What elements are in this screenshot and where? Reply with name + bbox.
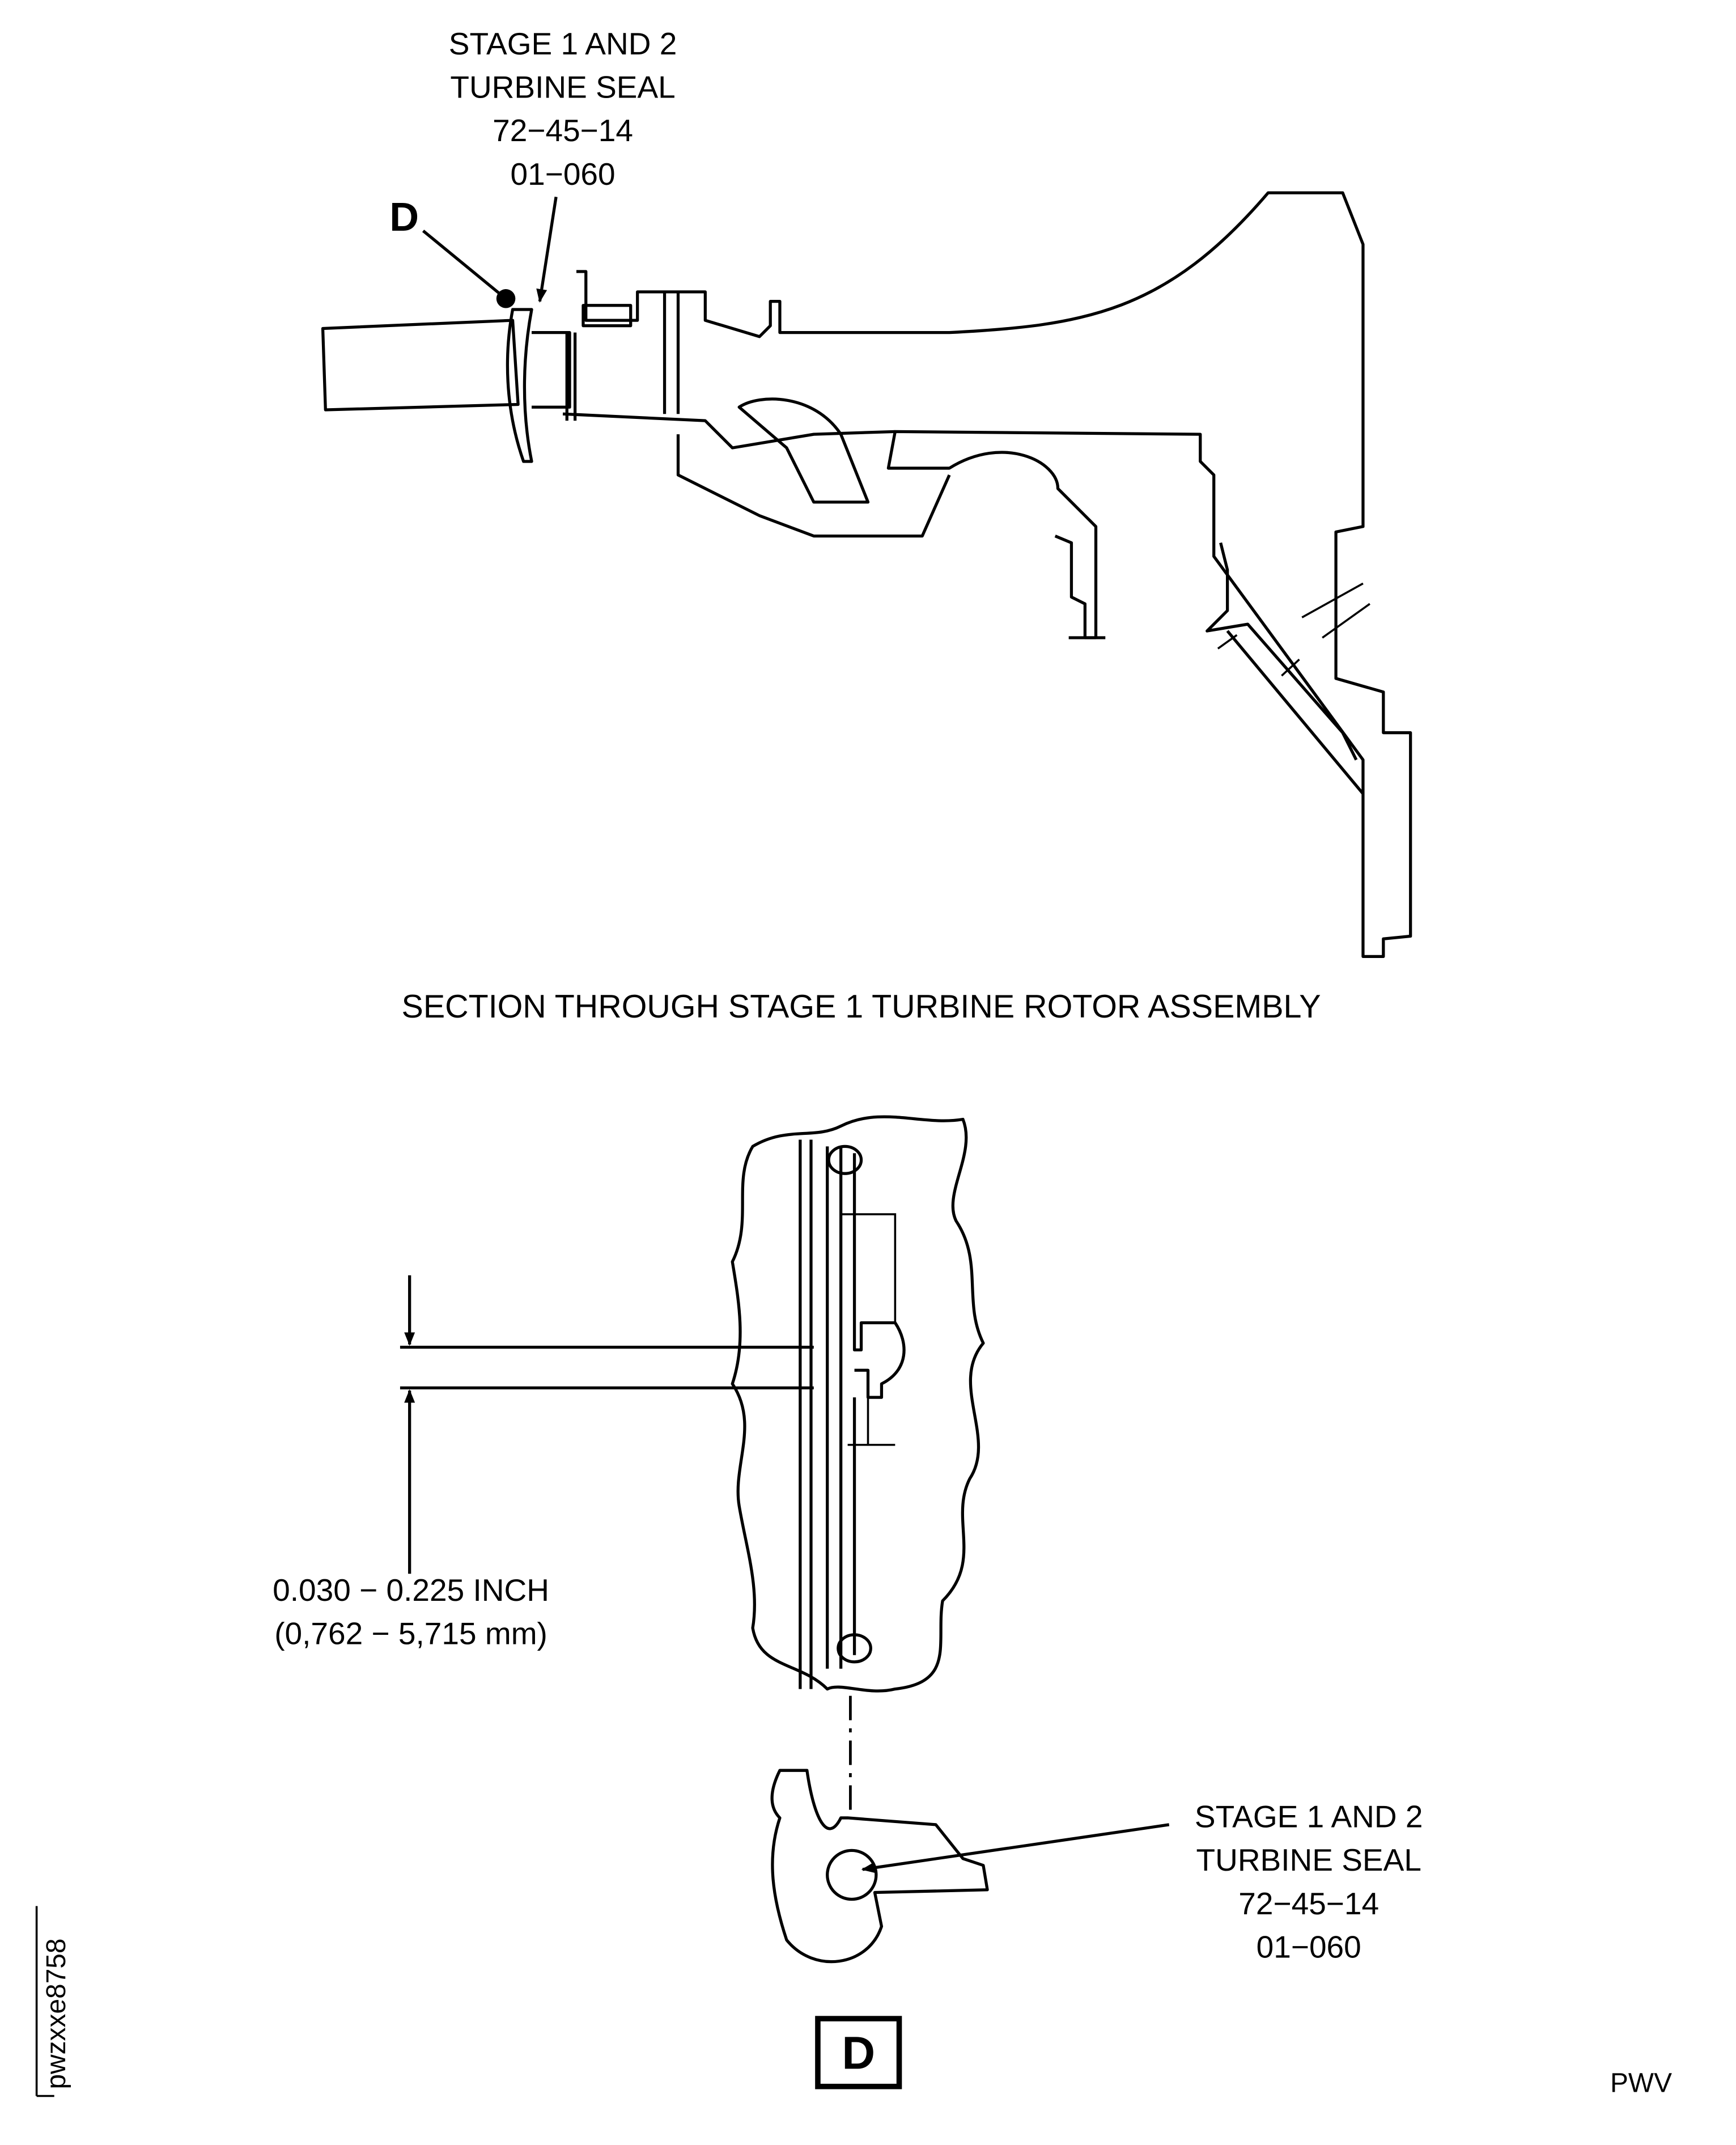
callout-line: 01−060 bbox=[511, 156, 616, 192]
bottom-seal-callout: STAGE 1 AND 2 TURBINE SEAL 72−45−14 01−0… bbox=[861, 1799, 1423, 1964]
footer-code: PWV bbox=[1610, 2068, 1672, 2098]
detail-label-box: D bbox=[815, 2016, 902, 2089]
detail-marker-letter: D bbox=[389, 194, 419, 240]
dimension-mm: (0,762 − 5,715 mm) bbox=[274, 1616, 547, 1651]
detail-dot-icon bbox=[496, 289, 516, 308]
callout-line: 72−45−14 bbox=[493, 113, 633, 148]
callout-line: TURBINE SEAL bbox=[1196, 1842, 1421, 1877]
callout-leader-arrow bbox=[536, 196, 558, 303]
gap-dimension: 0.030 − 0.225 INCH (0,762 − 5,715 mm) bbox=[273, 1275, 814, 1651]
top-seal-callout: STAGE 1 AND 2 TURBINE SEAL 72−45−14 01−0… bbox=[449, 26, 677, 303]
figure-id-text: pwzxxe8758 bbox=[41, 1939, 71, 2089]
figure-id: pwzxxe8758 bbox=[35, 1906, 71, 2097]
detail-d-marker: D bbox=[389, 194, 516, 308]
dimension-inch: 0.030 − 0.225 INCH bbox=[273, 1572, 549, 1608]
callout-line: TURBINE SEAL bbox=[450, 70, 675, 105]
callout-line: STAGE 1 AND 2 bbox=[1195, 1799, 1423, 1834]
section-title: SECTION THROUGH STAGE 1 TURBINE ROTOR AS… bbox=[402, 989, 1321, 1025]
detail-label: D bbox=[842, 2028, 875, 2079]
detail-d-view bbox=[731, 1115, 989, 1964]
callout-line: 01−060 bbox=[1257, 1929, 1361, 1964]
detail-leader bbox=[422, 230, 500, 295]
callout-line: STAGE 1 AND 2 bbox=[449, 26, 677, 61]
turbine-rotor-section-drawing bbox=[321, 191, 1412, 959]
callout-line: 72−45−14 bbox=[1238, 1886, 1379, 1921]
